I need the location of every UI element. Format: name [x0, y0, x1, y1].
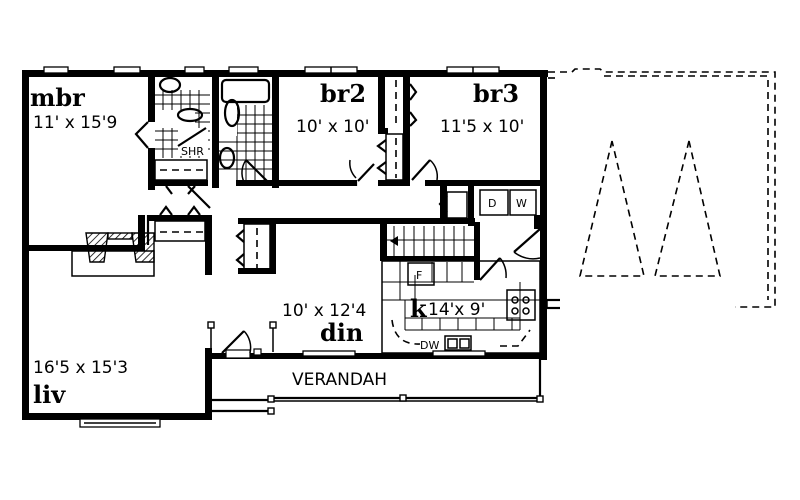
carport-outline: [548, 68, 776, 308]
liv-name: liv: [33, 380, 66, 409]
br2-name: br2: [320, 79, 366, 108]
verandah: VERANDAH: [212, 359, 544, 415]
living-bay-window: [72, 413, 168, 428]
liv-dims: 16'5 x 15'3: [33, 358, 128, 378]
dryer-label: D: [488, 197, 496, 210]
mbr-dims: 11' x 15'9: [33, 113, 117, 133]
br3-name: br3: [473, 79, 519, 108]
windows-top: [43, 66, 500, 74]
stairs: [380, 222, 507, 281]
washer-label: W: [516, 197, 527, 210]
fireplace: [71, 232, 155, 277]
hallway: [146, 205, 475, 275]
din-name: din: [320, 318, 363, 347]
dishwasher-label: DW: [420, 339, 439, 352]
laundry-area: D W: [438, 186, 541, 260]
kitchen-dims: 14'x 9': [428, 300, 485, 320]
bedroom-walls: [272, 70, 547, 186]
kitchen-name: k: [410, 294, 428, 323]
master-bath: SHR: [155, 76, 210, 158]
second-bath: [218, 78, 272, 183]
kitchen: F DW k 14'x 9': [381, 260, 560, 354]
mbr-name: mbr: [30, 83, 85, 112]
windows-south: [302, 350, 486, 357]
room-labels: mbr 11' x 15'9 br2 10' x 10' br3 11'5 x …: [30, 79, 524, 409]
din-dims: 10' x 12'4: [282, 301, 366, 321]
br3-dims: 11'5 x 10': [440, 117, 524, 137]
fridge-label: F: [416, 269, 422, 282]
shower-label: SHR: [181, 145, 204, 158]
verandah-label: VERANDAH: [292, 370, 387, 390]
br2-dims: 10' x 10': [296, 117, 369, 137]
entry-door: [207, 321, 277, 359]
tree-outline-icon: [578, 140, 722, 277]
